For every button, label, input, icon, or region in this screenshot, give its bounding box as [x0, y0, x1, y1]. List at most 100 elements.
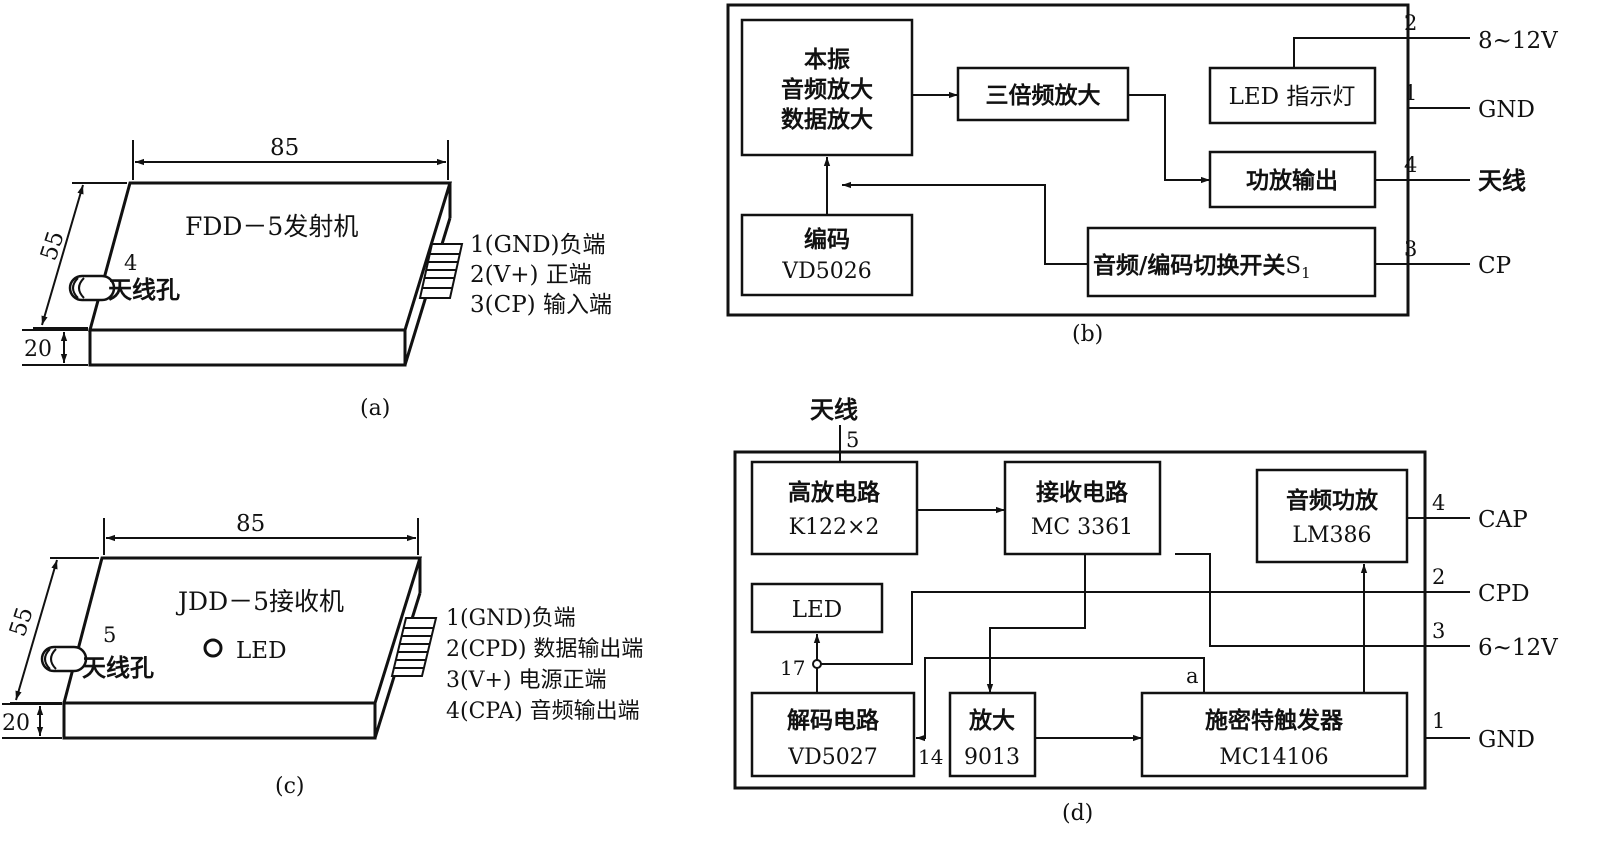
- block-amplifier-line2: 9013: [964, 745, 1020, 770]
- pin-4-cap-label: CAP: [1478, 507, 1528, 533]
- block-receiver: 接收电路 MC 3361: [1003, 460, 1162, 556]
- block-audio-amp-line2: LM386: [1292, 523, 1371, 548]
- block-switch-text: 音频/编码切换开关: [1093, 252, 1285, 279]
- block-receiver-line2: MC 3361: [1031, 515, 1133, 540]
- block-encoder-line1: 编码: [804, 226, 850, 253]
- connector-icon: [390, 617, 438, 677]
- node-17-label: 17: [780, 656, 805, 680]
- block-switch: 音频/编码切换开关S1: [1086, 226, 1377, 298]
- wire-pin-2: [1293, 37, 1470, 68]
- block-led-indicator: LED 指示灯: [1208, 66, 1377, 125]
- node-17-dot: [812, 659, 822, 669]
- width-dimension: 85: [132, 135, 449, 180]
- depth-dim-label: 55: [36, 228, 70, 264]
- height-dim-label: 20: [2, 711, 30, 736]
- antenna-label: 天线: [810, 395, 858, 424]
- block-amplifier-line1: 放大: [968, 707, 1015, 734]
- height-dim-label: 20: [24, 337, 52, 362]
- block-schmitt-trigger-line1: 施密特触发器: [1205, 707, 1344, 734]
- block-oscillator-line3: 数据放大: [781, 106, 873, 133]
- block-switch-letter: S: [1285, 253, 1301, 279]
- block-encoder: 编码 VD5026: [740, 213, 914, 297]
- pin-1-gnd-label: GND: [1478, 727, 1535, 753]
- block-amplifier: 放大 9013: [948, 691, 1037, 778]
- arrow-tripler-to-pa: [1128, 94, 1210, 184]
- height-dimension: 20: [22, 329, 88, 366]
- panel-b: 本振 音频放大 数据放大 三倍频放大 LED 指示灯 功放输出 编码 VD502…: [726, 3, 1558, 347]
- block-oscillator-line2: 音频放大: [781, 76, 873, 103]
- panel-d: 天线 5 高放电路 K122×2 接收电路 MC 3361 音频功放 LM386…: [733, 395, 1558, 826]
- led-label: LED: [236, 638, 287, 664]
- block-power-amp-label: 功放输出: [1246, 167, 1338, 194]
- caption-d: (d): [1062, 801, 1093, 826]
- pin-2-voltage-label: 8~12V: [1478, 28, 1558, 54]
- pin-1-gnd-label: GND: [1478, 97, 1535, 123]
- block-audio-amp-line1: 音频功放: [1286, 487, 1379, 514]
- block-audio-amp: 音频功放 LM386: [1255, 468, 1409, 564]
- caption-b: (b): [1072, 322, 1103, 347]
- arrow-receiver-to-amplifier: [986, 554, 1086, 693]
- arrow-trigger-to-decoder: [916, 657, 1205, 742]
- pin-2-number: 2: [1432, 565, 1445, 589]
- pin-3-label: 3(CP) 输入端: [470, 292, 612, 318]
- block-oscillator-line1: 本振: [804, 46, 850, 73]
- receiver-title: JDD－5接收机: [175, 587, 344, 616]
- transmitter-block-diagram-frame: [726, 3, 1410, 317]
- pin-4-number: 4: [1432, 491, 1445, 515]
- antenna-hole-label: 天线孔: [108, 275, 180, 304]
- pin-1-label: 1(GND)负端: [446, 606, 576, 631]
- arrow-switch-to-osc: [842, 181, 1088, 265]
- pin-1-label: 1(GND)负端: [470, 232, 606, 258]
- block-switch-subscript: 1: [1301, 264, 1311, 282]
- pin-3-number: 3: [1404, 237, 1417, 261]
- antenna-pin-number: 5: [103, 623, 116, 647]
- pin-4-label: 4(CPA) 音频输出端: [446, 699, 640, 724]
- block-led-label: LED: [792, 597, 843, 623]
- block-hf-amp: 高放电路 K122×2: [750, 460, 919, 556]
- pin-3-voltage-label: 6~12V: [1478, 635, 1558, 661]
- pin-3-number: 3: [1432, 619, 1445, 643]
- block-schmitt-trigger: 施密特触发器 MC14106: [1140, 691, 1409, 778]
- panel-c: 85 55 20 JDD－5接收机 LED 5 天线孔 1(GND)负端 2(C…: [2, 511, 643, 799]
- receiver-block-diagram-frame: [733, 450, 1427, 790]
- block-receiver-line1: 接收电路: [1036, 479, 1129, 506]
- block-power-amp: 功放输出: [1208, 150, 1377, 209]
- width-dimension: 85: [103, 511, 419, 555]
- antenna-hole-icon: [40, 645, 88, 673]
- pin-2-number: 2: [1404, 11, 1417, 35]
- transmitter-title: FDD－5发射机: [185, 212, 358, 241]
- height-dimension: 20: [2, 703, 62, 739]
- block-decoder-line2: VD5027: [787, 745, 878, 770]
- block-decoder-line1: 解码电路: [787, 707, 880, 734]
- led-icon: [203, 638, 223, 658]
- panel-a: 85 55 20 FDD－5发射机 4 天线孔 1(GND)负端 2(V+) 正…: [22, 135, 612, 421]
- block-switch-label: 音频/编码切换开关S1: [1093, 252, 1311, 282]
- block-led: LED: [750, 582, 884, 634]
- connector-icon: [418, 243, 464, 299]
- node-a-label: a: [1186, 664, 1199, 688]
- block-tripler: 三倍频放大: [956, 66, 1130, 122]
- depth-dim-label: 55: [5, 604, 39, 640]
- receiver-box: [62, 556, 423, 740]
- pin-1-number: 1: [1404, 81, 1417, 105]
- caption-a: (a): [360, 396, 390, 421]
- pin-3-label: 3(V+) 电源正端: [446, 668, 606, 693]
- pin-2-cpd-label: CPD: [1478, 581, 1530, 607]
- pin-1-number: 1: [1432, 709, 1445, 733]
- pin-2-label: 2(V+) 正端: [470, 262, 592, 288]
- wire-power: [1175, 553, 1470, 647]
- pin-4-number: 4: [1404, 153, 1417, 177]
- block-tripler-label: 三倍频放大: [986, 82, 1101, 109]
- block-encoder-line2: VD5026: [781, 259, 872, 284]
- pin-4-antenna-label: 天线: [1478, 166, 1526, 195]
- node-14-label: 14: [918, 745, 943, 769]
- caption-c: (c): [275, 774, 305, 799]
- block-oscillator: 本振 音频放大 数据放大: [740, 18, 914, 157]
- block-hf-amp-line1: 高放电路: [788, 479, 881, 506]
- width-dim-label: 85: [270, 135, 299, 161]
- block-schmitt-trigger-line2: MC14106: [1219, 745, 1328, 770]
- block-decoder: 解码电路 VD5027: [750, 691, 916, 778]
- width-dim-label: 85: [236, 511, 265, 537]
